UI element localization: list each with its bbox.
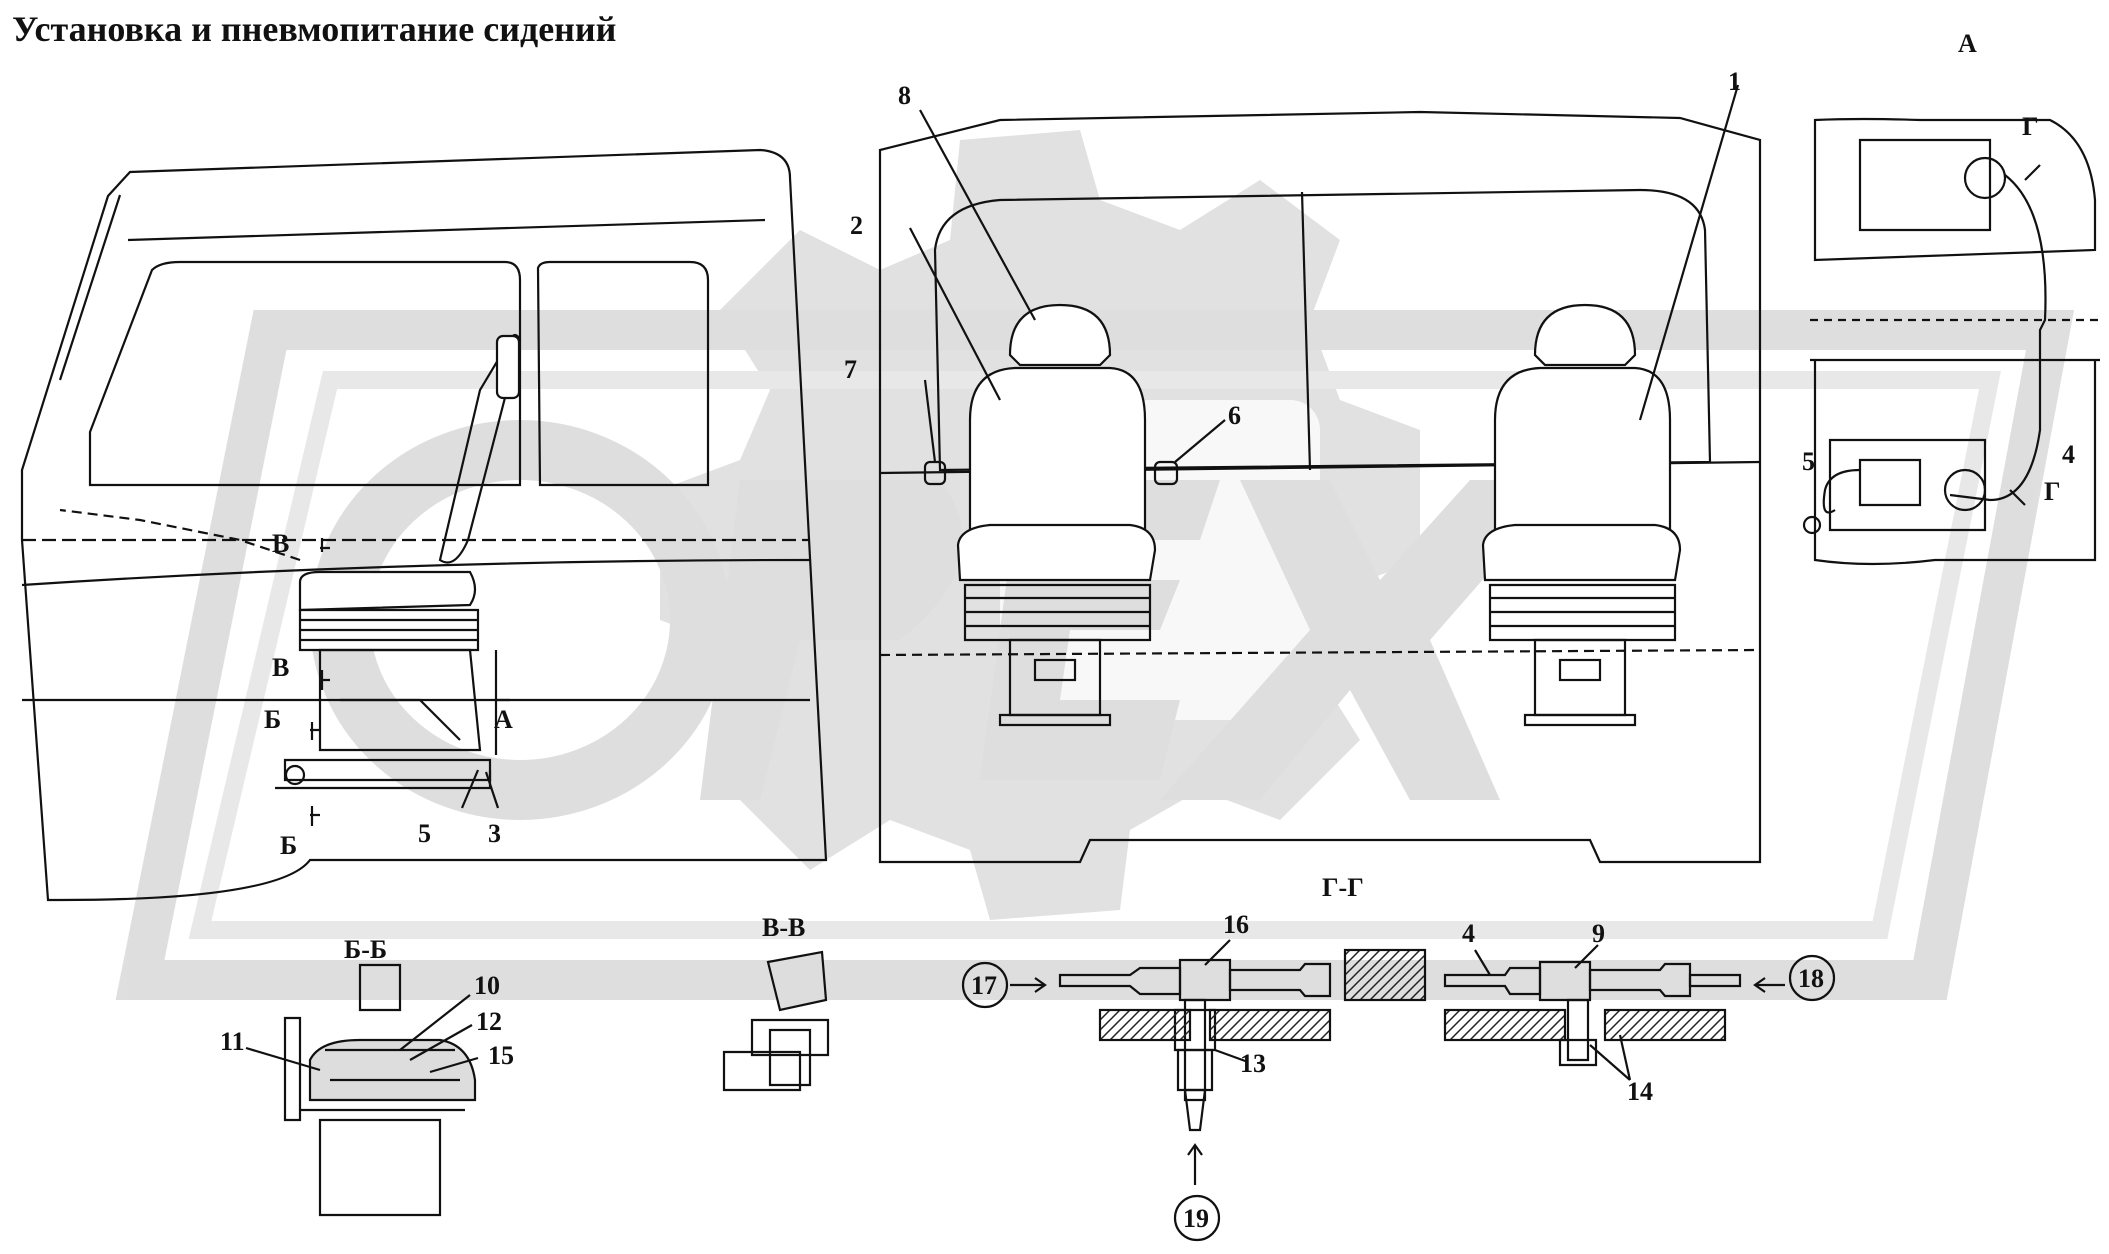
section-mark-g-bottom: Г [2044, 477, 2061, 506]
passenger-seat-left [923, 303, 1179, 727]
section-mark-a: А [494, 705, 513, 734]
passenger-seat-right [1481, 303, 1682, 727]
section-mark-b-bottom: Б [280, 831, 297, 860]
view-marker-a: А [1958, 29, 1977, 58]
watermark-frame [115, 310, 2075, 1000]
cab-rear-view [878, 84, 1762, 864]
cab-side-view [20, 148, 828, 902]
section-bb-drawing [245, 963, 479, 1217]
section-title-vv: В-В [762, 913, 805, 942]
callout-14: 14 [1627, 1077, 1653, 1106]
callout-1: 1 [1728, 67, 1741, 96]
cab-rear-outline [878, 110, 1762, 864]
callout-3: 3 [488, 819, 501, 848]
section-mark-b-top: Б [264, 705, 281, 734]
callout-9: 9 [1592, 919, 1605, 948]
callout-4-top: 4 [2062, 440, 2075, 469]
air-line-left [275, 770, 492, 790]
cab-outline [20, 148, 828, 902]
callout-19: 19 [1183, 1204, 1209, 1233]
rear-window [933, 188, 1712, 472]
callout-17: 17 [971, 971, 997, 1000]
callout-16: 16 [1223, 910, 1249, 939]
section-gg-drawing [961, 939, 1836, 1242]
section-title-gg: Г-Г [1322, 873, 1364, 902]
callout-8: 8 [898, 81, 911, 110]
section-mark-g-top: Г [2022, 112, 2039, 141]
callout-13: 13 [1240, 1049, 1266, 1078]
detail-view-a [1802, 117, 2100, 566]
side-window-rear [536, 260, 710, 487]
callout-6: 6 [1228, 401, 1241, 430]
callout-12: 12 [476, 1007, 502, 1036]
section-title-bb: Б-Б [344, 935, 387, 964]
callout-10: 10 [474, 971, 500, 1000]
callout-11: 11 [220, 1027, 245, 1056]
section-mark-v-bottom: В [272, 653, 289, 682]
page-title: Установка и пневмопитание сидений [12, 9, 617, 49]
driver-seat-cushion [298, 570, 477, 612]
driver-headrest [495, 334, 521, 400]
callout-15: 15 [488, 1041, 514, 1070]
section-mark-v-top: В [272, 529, 289, 558]
side-window-front [88, 260, 522, 487]
callout-4-bottom: 4 [1462, 919, 1475, 948]
callout-18: 18 [1798, 964, 1824, 993]
callout-2: 2 [850, 211, 863, 240]
callout-5-right: 5 [1802, 447, 1815, 476]
callout-7: 7 [844, 355, 857, 384]
callout-5-left: 5 [418, 819, 431, 848]
section-vv-drawing [722, 950, 830, 1092]
